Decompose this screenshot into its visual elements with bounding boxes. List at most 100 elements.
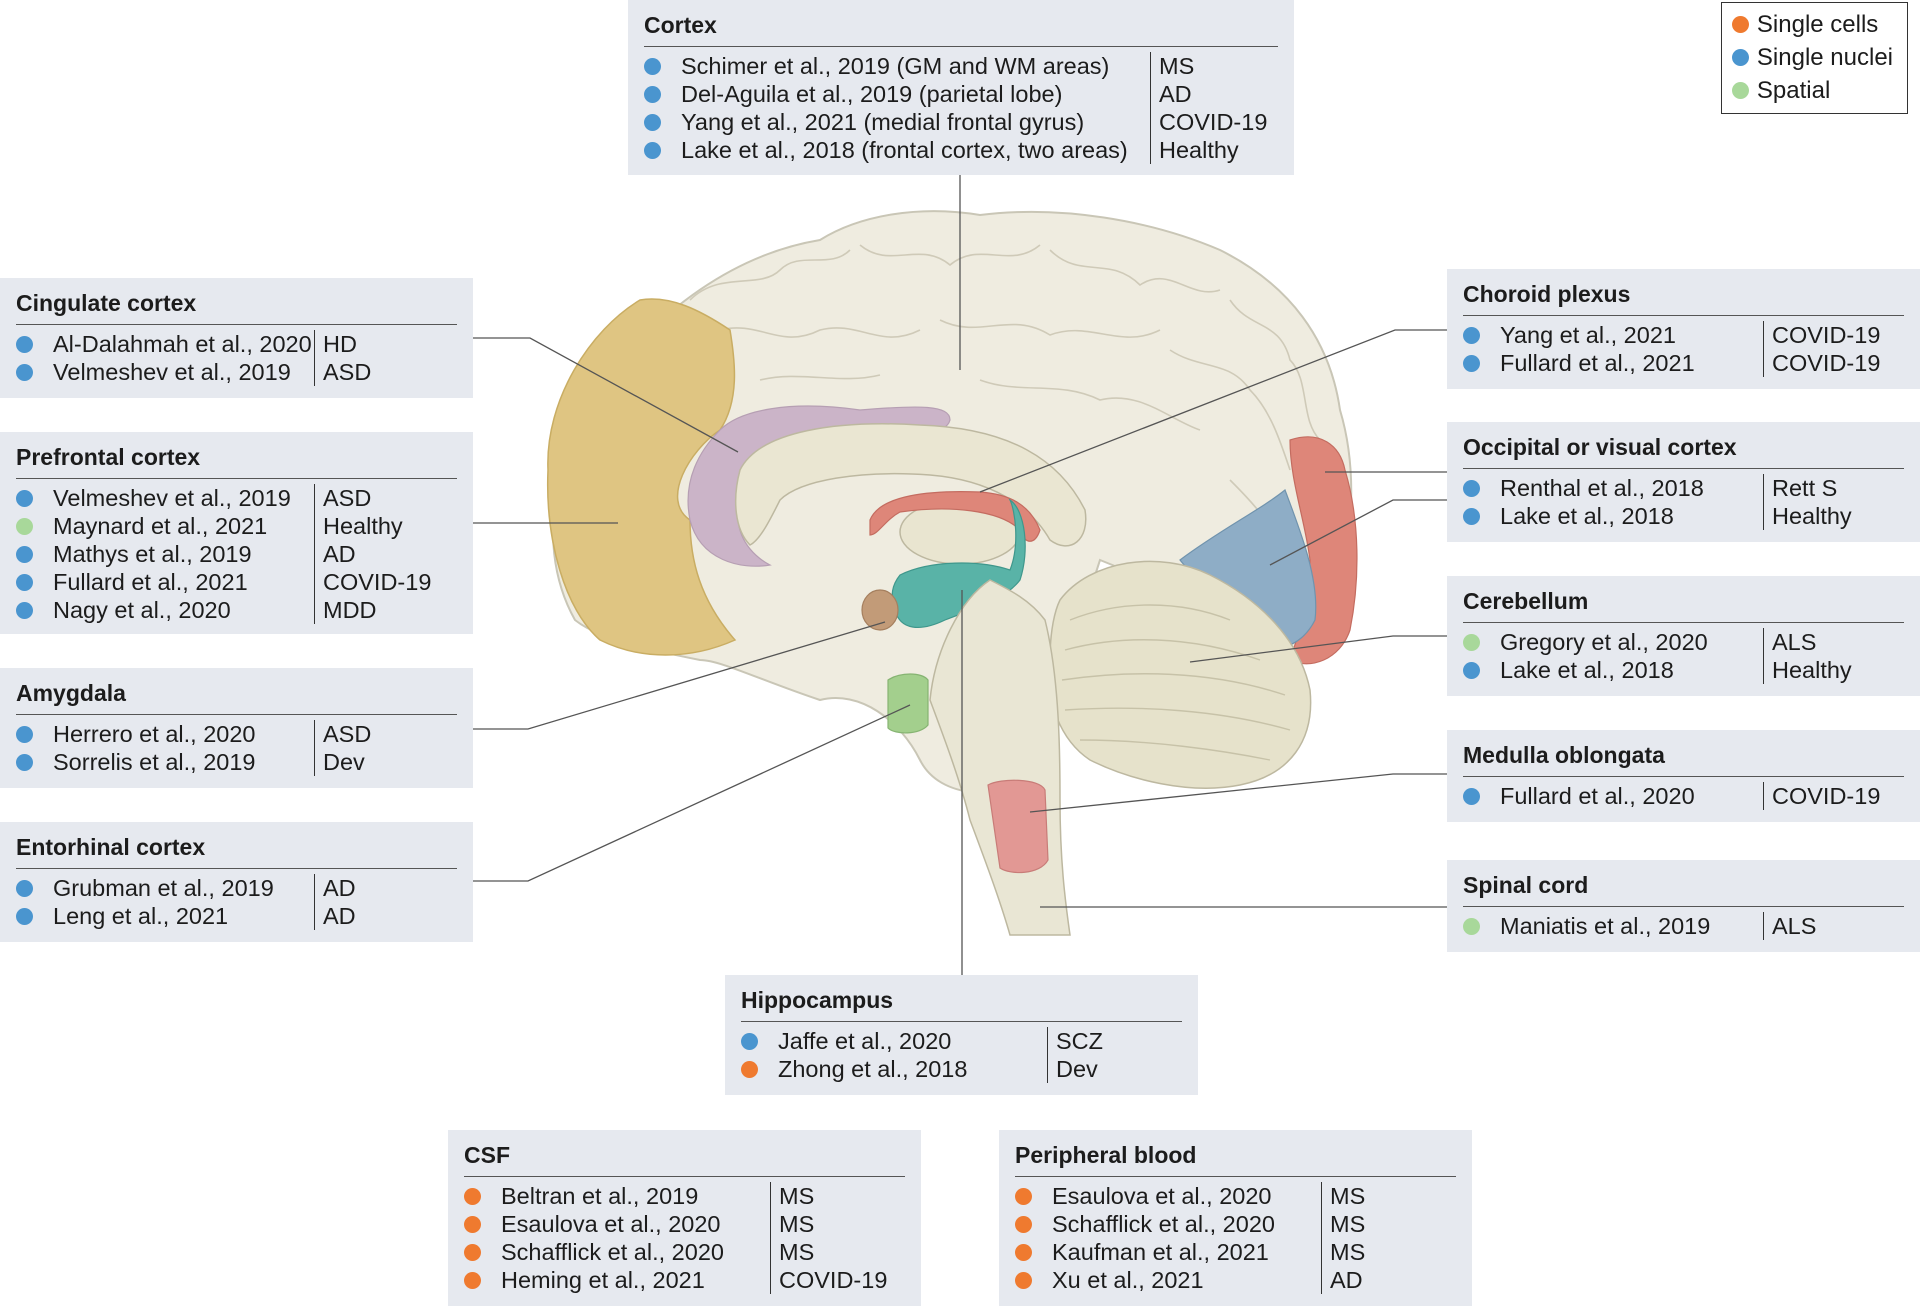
panel-title: Hippocampus (741, 983, 1182, 1022)
legend-item-single-nuclei: Single nuclei (1731, 41, 1893, 74)
condition-label: Healthy (1150, 136, 1239, 164)
citation-text: Kaufman et al., 2021 (1052, 1238, 1269, 1265)
single-nuclei-dot-icon (16, 907, 33, 925)
single-nuclei-dot-icon (16, 879, 33, 897)
panel-title: Choroid plexus (1463, 277, 1904, 316)
panel-title: Amygdala (16, 676, 457, 715)
condition-label: ASD (314, 358, 371, 386)
citation-text: Mathys et al., 2019 (53, 540, 252, 567)
panel-title: Occipital or visual cortex (1463, 430, 1904, 469)
citation-text: Beltran et al., 2019 (501, 1182, 699, 1209)
single-nuclei-dot-icon (1463, 507, 1480, 525)
panel-occipital-cortex: Occipital or visual cortex Renthal et al… (1447, 422, 1920, 542)
condition-label: ASD (314, 720, 371, 748)
condition-label: COVID-19 (1150, 108, 1267, 136)
citation-text: Gregory et al., 2020 (1500, 628, 1708, 655)
condition-label: ALS (1763, 912, 1816, 940)
citation-row: Maniatis et al., 2019 ALS (1463, 912, 1904, 940)
single-nuclei-dot-icon (1463, 787, 1480, 805)
citation-text: Fullard et al., 2021 (1500, 349, 1695, 376)
prefrontal-region (546, 298, 737, 656)
citation-text: Lake et al., 2018 (1500, 502, 1674, 529)
single-nuclei-dot-icon (644, 141, 661, 159)
single-nuclei-dot-icon (16, 489, 33, 507)
panel-title: Prefrontal cortex (16, 440, 457, 479)
panel-title: Medulla oblongata (1463, 738, 1904, 777)
single-nuclei-dot-icon (1463, 354, 1480, 372)
entorhinal-region (887, 673, 929, 734)
legend-label: Spatial (1756, 76, 1831, 104)
condition-label: MS (1321, 1182, 1365, 1210)
condition-label: HD (314, 330, 357, 358)
condition-label: SCZ (1047, 1027, 1103, 1055)
spatial-dot-icon (1463, 917, 1480, 935)
legend: Single cells Single nuclei Spatial (1720, 2, 1908, 114)
single-cells-dot-icon (1015, 1215, 1032, 1233)
panel-title: Cingulate cortex (16, 286, 457, 325)
condition-label: AD (314, 540, 356, 568)
legend-item-single-cells: Single cells (1731, 8, 1893, 41)
condition-label: ASD (314, 484, 371, 512)
legend-item-spatial: Spatial (1731, 74, 1893, 107)
condition-label: COVID-19 (314, 568, 431, 596)
condition-label: AD (314, 902, 356, 930)
citation-text: Esaulova et al., 2020 (1052, 1182, 1272, 1209)
condition-label: Dev (1047, 1055, 1098, 1083)
citation-row: Del-Aguila et al., 2019 (parietal lobe)A… (644, 80, 1278, 108)
legend-label: Single nuclei (1756, 43, 1893, 71)
citation-text: Heming et al., 2021 (501, 1266, 705, 1293)
single-cells-dot-icon (1731, 16, 1749, 33)
citation-text: Maynard et al., 2021 (53, 512, 268, 539)
citation-row: Zhong et al., 2018 Dev (741, 1055, 1182, 1083)
single-nuclei-dot-icon (16, 545, 33, 563)
condition-label: AD (1150, 80, 1192, 108)
panel-title: Cerebellum (1463, 584, 1904, 623)
panel-title: Entorhinal cortex (16, 830, 457, 869)
citation-text: Schafflick et al., 2020 (1052, 1210, 1275, 1237)
medulla-region (987, 779, 1049, 874)
single-nuclei-dot-icon (644, 85, 661, 103)
citation-text: Al-Dalahmah et al., 2020 (53, 330, 312, 357)
citation-text: Renthal et al., 2018 (1500, 474, 1704, 501)
condition-label: MDD (314, 596, 377, 624)
citation-text: Zhong et al., 2018 (778, 1055, 968, 1082)
citation-text: Lake et al., 2018 (frontal cortex, two a… (681, 136, 1128, 163)
single-nuclei-dot-icon (16, 335, 33, 353)
spatial-dot-icon (1463, 633, 1480, 651)
citation-row: Yang et al., 2021 (medial frontal gyrus)… (644, 108, 1278, 136)
condition-label: AD (314, 874, 356, 902)
single-nuclei-dot-icon (16, 601, 33, 619)
citation-text: Yang et al., 2021 (1500, 321, 1676, 348)
single-nuclei-dot-icon (644, 57, 661, 75)
citation-text: Fullard et al., 2020 (1500, 782, 1695, 809)
condition-label: COVID-19 (1763, 349, 1880, 377)
panel-title: Cortex (644, 8, 1278, 47)
single-cells-dot-icon (464, 1243, 481, 1261)
condition-label: MS (1321, 1238, 1365, 1266)
panel-title: Peripheral blood (1015, 1138, 1456, 1177)
citation-text: Maniatis et al., 2019 (1500, 912, 1711, 939)
single-cells-dot-icon (741, 1060, 758, 1078)
condition-label: MS (1150, 52, 1194, 80)
legend-label: Single cells (1756, 10, 1879, 38)
panel-cortex: Cortex Schimer et al., 2019 (GM and WM a… (628, 0, 1294, 175)
citation-text: Schimer et al., 2019 (GM and WM areas) (681, 52, 1110, 79)
cerebellum-folia (1061, 604, 1291, 761)
spatial-dot-icon (1731, 82, 1749, 99)
condition-label: AD (1321, 1266, 1363, 1294)
condition-label: Healthy (314, 512, 403, 540)
